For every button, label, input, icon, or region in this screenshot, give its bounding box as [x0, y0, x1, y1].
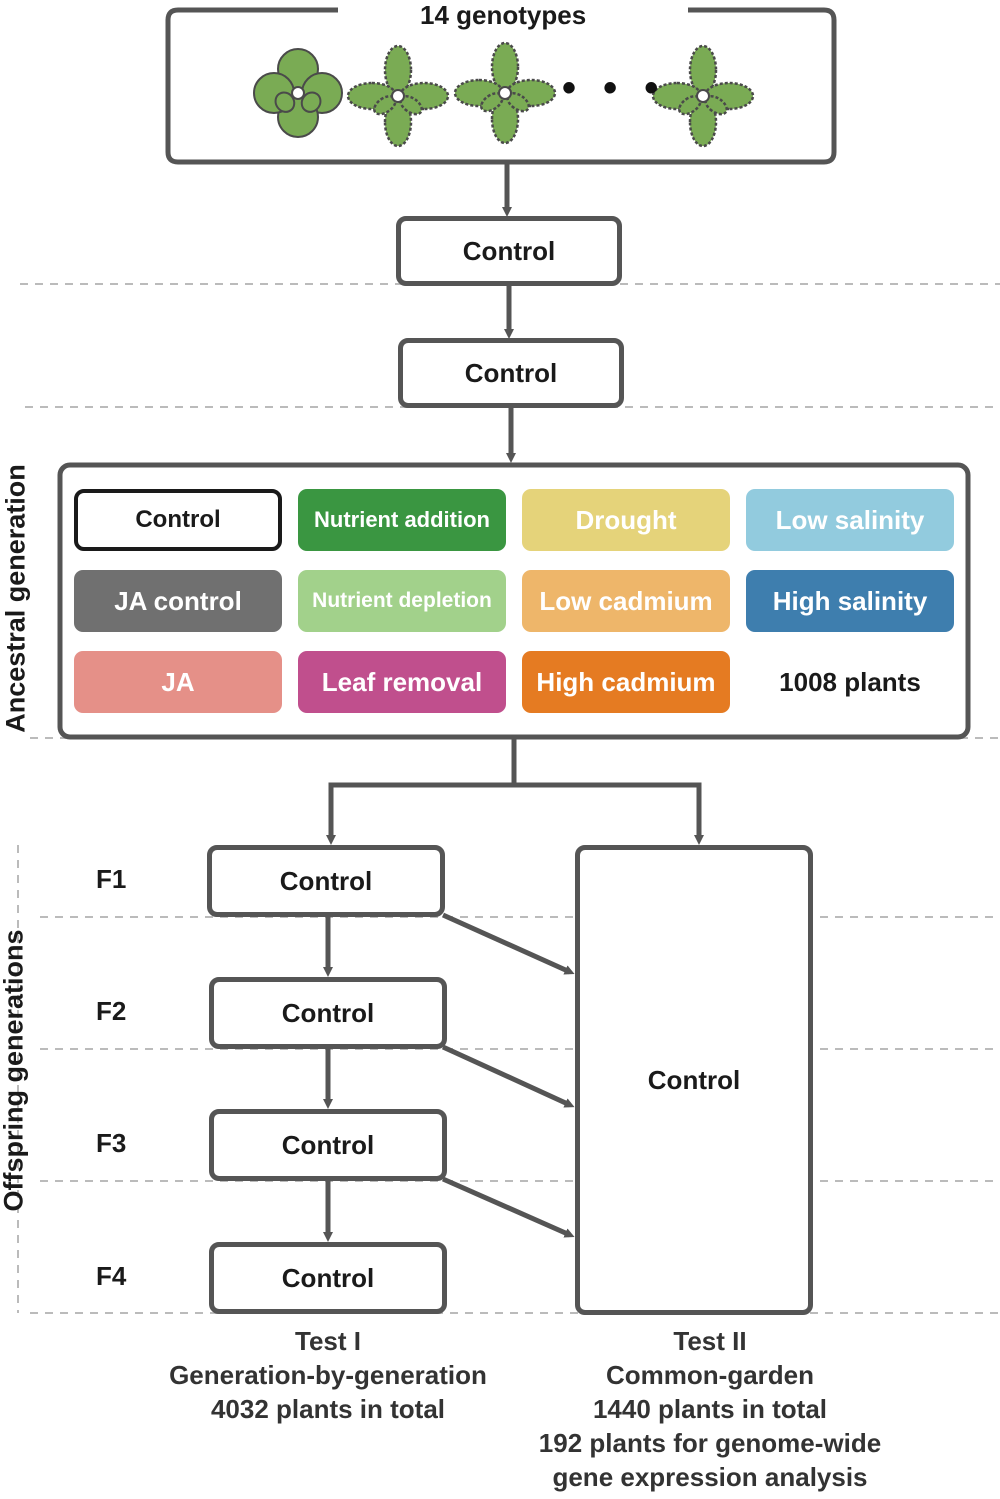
- control-box-f2: Control: [209, 977, 447, 1049]
- test-1-line-1: Test I: [295, 1326, 361, 1356]
- plant-rosette-4: [651, 44, 755, 148]
- genotype-frame: [165, 7, 837, 165]
- offspring-generations-label: Offspring generations: [0, 929, 29, 1212]
- plant-rosette-3: [453, 41, 557, 145]
- treatment-high-salinity: High salinity: [746, 570, 954, 632]
- treatment-low-salinity: Low salinity: [746, 489, 954, 551]
- control-box-1: Control: [396, 216, 622, 286]
- plant-rosette-2: [346, 44, 450, 148]
- treatment-control: Control: [74, 489, 282, 551]
- treatment-drought: Drought: [522, 489, 730, 551]
- treatment-ja: JA: [74, 651, 282, 713]
- test-2-line-5: gene expression analysis: [552, 1462, 868, 1492]
- control-box-f1: Control: [207, 845, 445, 917]
- test-1-line-2: Generation-by-generation: [169, 1360, 487, 1390]
- genotypes-title: 14 genotypes: [420, 0, 587, 30]
- arrow-to-f1: [326, 737, 517, 845]
- test-2-caption: Test II Common-garden 1440 plants in tot…: [480, 1324, 940, 1494]
- gen-label-f4: F4: [96, 1261, 127, 1291]
- treatment-high-cadmium: High cadmium: [522, 651, 730, 713]
- treatment-low-cadmium: Low cadmium: [522, 570, 730, 632]
- treatment-leaf-removal: Leaf removal: [298, 651, 506, 713]
- ancestral-plant-count: 1008 plants: [779, 667, 921, 697]
- test-1-caption: Test I Generation-by-generation 4032 pla…: [128, 1324, 528, 1426]
- arrow-to-common-garden: [514, 782, 704, 845]
- arrow-f1-common: [441, 912, 575, 975]
- control-box-2: Control: [398, 338, 624, 408]
- treatment-ja-control: JA control: [74, 570, 282, 632]
- gen-label-f2: F2: [96, 996, 127, 1026]
- test-2-line-1: Test II: [673, 1326, 747, 1356]
- test-1-line-3: 4032 plants in total: [210, 1394, 446, 1424]
- ancestral-generation-label: Ancestral generation: [0, 464, 31, 733]
- control-box-f4: Control: [209, 1242, 447, 1314]
- control-box-f3: Control: [209, 1109, 447, 1181]
- ellipsis: • • •: [562, 66, 667, 110]
- test-2-line-4: 192 plants for genome-wide: [538, 1428, 882, 1458]
- gen-label-f3: F3: [96, 1128, 127, 1158]
- test-2-line-2: Common-garden: [606, 1360, 814, 1390]
- treatment-nutrient-depletion: Nutrient depletion: [298, 570, 506, 632]
- plant-rosettes: [253, 41, 755, 148]
- test-2-line-3: 1440 plants in total: [592, 1394, 828, 1424]
- gen-label-f1: F1: [96, 864, 127, 894]
- arrow-f3-common: [441, 1176, 575, 1238]
- common-garden-box: Control: [575, 845, 813, 1315]
- treatment-nutrient-addition: Nutrient addition: [298, 489, 506, 551]
- arrow-f2-common: [441, 1044, 575, 1108]
- plant-rosette-1: [253, 48, 343, 138]
